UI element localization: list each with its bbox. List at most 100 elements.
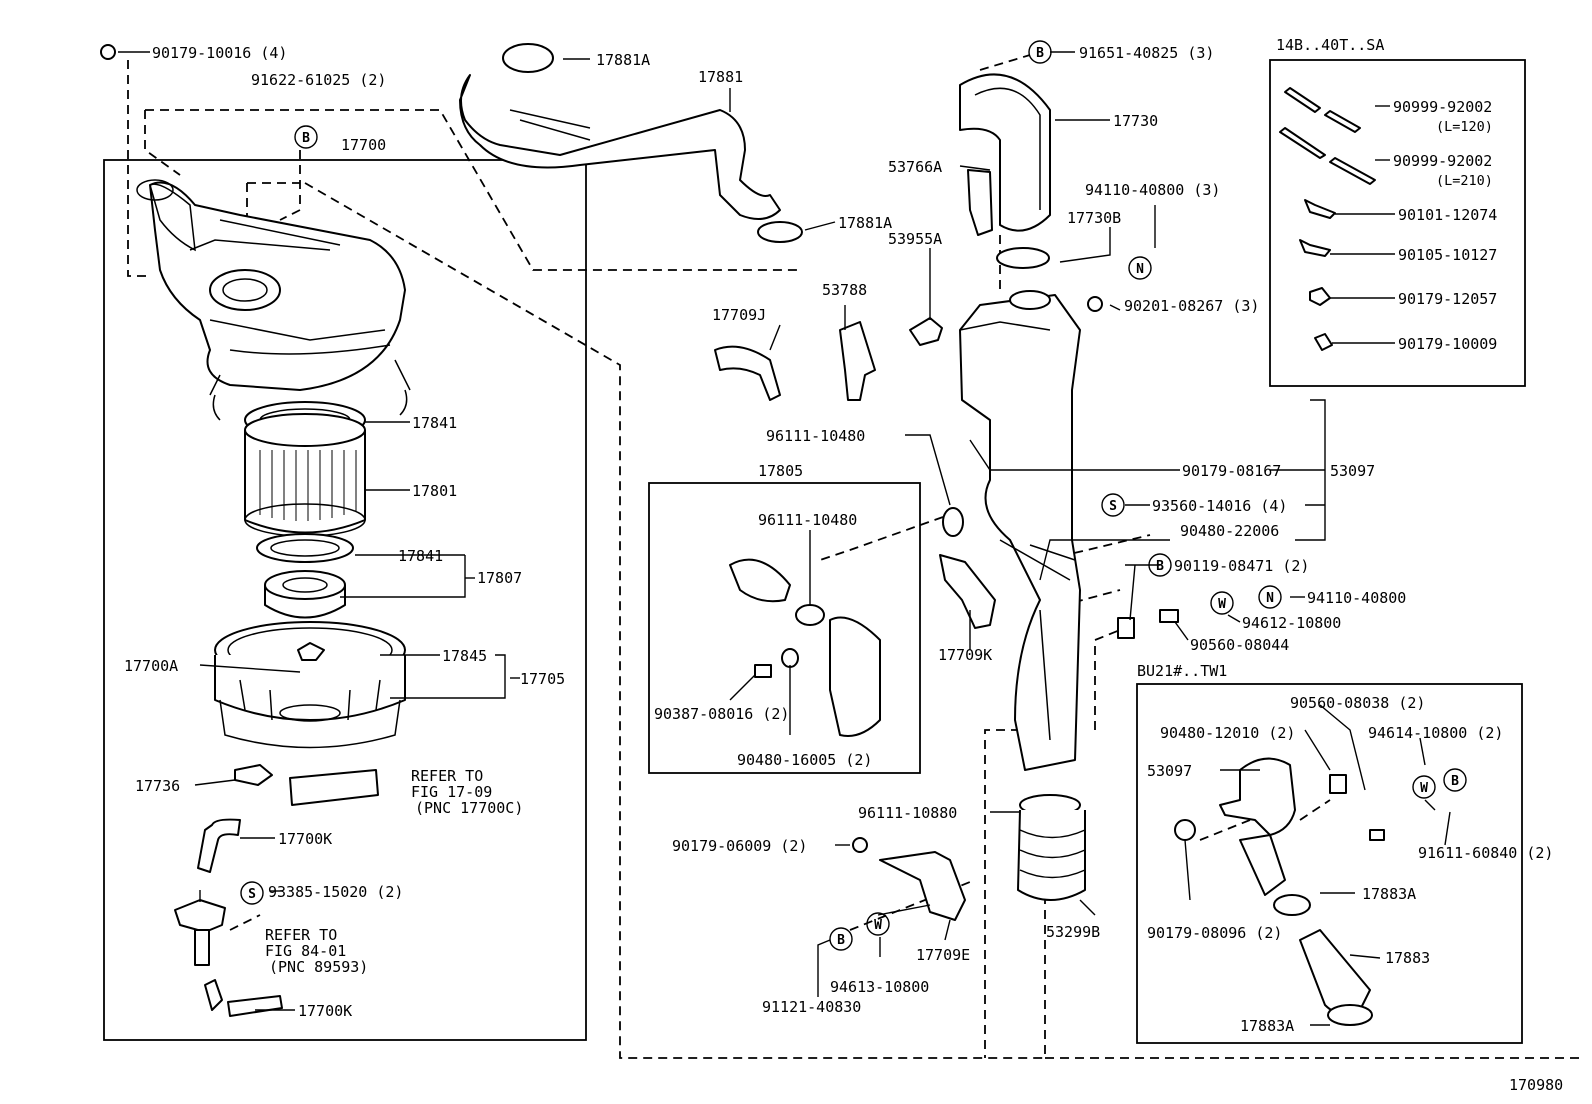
- svg-text:W: W: [874, 918, 882, 933]
- diagram-number: 170980: [1509, 1076, 1563, 1094]
- svg-text:B: B: [1156, 559, 1164, 574]
- svg-text:S: S: [1109, 499, 1117, 514]
- marker-s: S: [240, 881, 264, 905]
- part-label: 90179-06009 (2): [672, 837, 807, 855]
- part-label: 90999-92002: [1393, 152, 1492, 170]
- part-label: 17845: [442, 647, 487, 665]
- part-label: 93560-14016 (4): [1152, 497, 1287, 515]
- part-label: 17881: [698, 68, 743, 86]
- part-label: 17883A: [1362, 885, 1416, 903]
- part-label: 90119-08471 (2): [1174, 557, 1309, 575]
- part-label: 90387-08016 (2): [654, 705, 789, 723]
- svg-text:W: W: [1420, 781, 1428, 796]
- part-label: 17736: [135, 777, 180, 795]
- part-label: 17801: [412, 482, 457, 500]
- part-label: 91611-60840 (2): [1418, 844, 1553, 862]
- leader-lines: [118, 51, 1451, 1026]
- part-label: 90560-08044: [1190, 636, 1289, 654]
- part-label: 91121-40830: [762, 998, 861, 1016]
- svg-text:REFER TO: REFER TO: [265, 926, 337, 944]
- air-cleaner-case: [214, 621, 406, 749]
- part-label: 17841: [398, 547, 443, 565]
- part-label: 17709K: [938, 646, 992, 664]
- inset-top-parts: [1279, 87, 1376, 351]
- svg-text:(PNC 17700C): (PNC 17700C): [415, 799, 523, 817]
- part-label: 90201-08267 (3): [1124, 297, 1259, 315]
- part-label: 90179-08096 (2): [1147, 924, 1282, 942]
- bracket-53766a: [967, 169, 993, 236]
- inset-header-bottom: BU21#..TW1: [1137, 662, 1227, 680]
- gasket-17841-bottom: [256, 533, 354, 563]
- part-label: 91651-40825 (3): [1079, 44, 1214, 62]
- bracket-17709k: [939, 554, 996, 629]
- part-label: 90999-92002: [1393, 98, 1492, 116]
- part-label: 90480-16005 (2): [737, 751, 872, 769]
- part-label: 96111-10480: [758, 511, 857, 529]
- svg-text:REFER TO: REFER TO: [411, 767, 483, 785]
- part-label: (L=210): [1436, 173, 1493, 189]
- part-label: 94110-40800: [1307, 589, 1406, 607]
- nut-icon: [100, 44, 116, 60]
- part-label: 17881A: [838, 214, 892, 232]
- svg-text:S: S: [248, 887, 256, 902]
- washer-icon: [1087, 296, 1103, 312]
- part-label: 90179-10016 (4): [152, 44, 287, 62]
- marker-n: N: [1258, 585, 1282, 609]
- part-label: 96111-10480: [766, 427, 865, 445]
- bracket-17709e: [879, 851, 966, 921]
- marker-n: N: [1128, 256, 1152, 280]
- part-label: 90179-10009: [1398, 335, 1497, 353]
- part-label: 94614-10800 (2): [1368, 724, 1503, 742]
- nut-icon: [852, 837, 868, 853]
- hose-17700k-bottom: [204, 979, 283, 1017]
- part-label: 17883A: [1240, 1017, 1294, 1035]
- part-label: 90179-12057: [1398, 290, 1497, 308]
- bellows-53299b: [1017, 794, 1086, 901]
- part-label: 17841: [412, 414, 457, 432]
- svg-text:B: B: [1451, 774, 1459, 789]
- marker-b: B: [829, 927, 853, 951]
- part-label: 90179-08167: [1182, 462, 1281, 480]
- part-label: 90105-10127: [1398, 246, 1497, 264]
- inner-element: [264, 570, 346, 619]
- part-label: 90560-08038 (2): [1290, 694, 1425, 712]
- part-label: 17700A: [124, 657, 178, 675]
- clamp-96111-10480: [942, 507, 964, 537]
- elbow-17730: [959, 73, 1051, 269]
- marker-b: B: [1148, 553, 1172, 577]
- part-label: 90480-22006: [1180, 522, 1279, 540]
- hose-17700k-top: [197, 818, 241, 873]
- resonator-parts: [729, 558, 881, 737]
- collar-90560-08044: [1159, 609, 1179, 623]
- part-label: 53097: [1147, 762, 1192, 780]
- svg-text:FIG 84-01: FIG 84-01: [265, 942, 346, 960]
- hose-17881: [459, 43, 803, 243]
- bolt-90119: [1117, 617, 1135, 639]
- marker-b: B: [1028, 40, 1052, 64]
- part-label: 53788: [822, 281, 867, 299]
- part-label: 90101-12074: [1398, 206, 1497, 224]
- part-label: 17709J: [712, 306, 766, 324]
- part-label: 17700K: [278, 830, 332, 848]
- part-label: 93385-15020 (2): [268, 883, 403, 901]
- refer-note: REFER TO FIG 17-09 (PNC 17700C): [411, 767, 523, 817]
- part-label: 53097: [1330, 462, 1375, 480]
- part-label: 17730B: [1067, 209, 1121, 227]
- inset-bottom-parts: [1174, 757, 1385, 1026]
- assembly-box-17805: [648, 482, 921, 774]
- part-label: 17807: [477, 569, 522, 587]
- clip-17736: [234, 764, 273, 786]
- part-label: 94612-10800: [1242, 614, 1341, 632]
- part-label: 17709E: [916, 946, 970, 964]
- part-label: (L=120): [1436, 119, 1493, 135]
- part-label: 91622-61025 (2): [251, 71, 386, 89]
- inset-header-top: 14B..40T..SA: [1276, 36, 1384, 54]
- part-label: 17705: [520, 670, 565, 688]
- svg-text:FIG 17-09: FIG 17-09: [411, 783, 492, 801]
- duct-53097: [959, 290, 1081, 771]
- marker-w: W: [1210, 591, 1234, 615]
- part-label: 53766A: [888, 158, 942, 176]
- marker-b: B: [1443, 768, 1467, 792]
